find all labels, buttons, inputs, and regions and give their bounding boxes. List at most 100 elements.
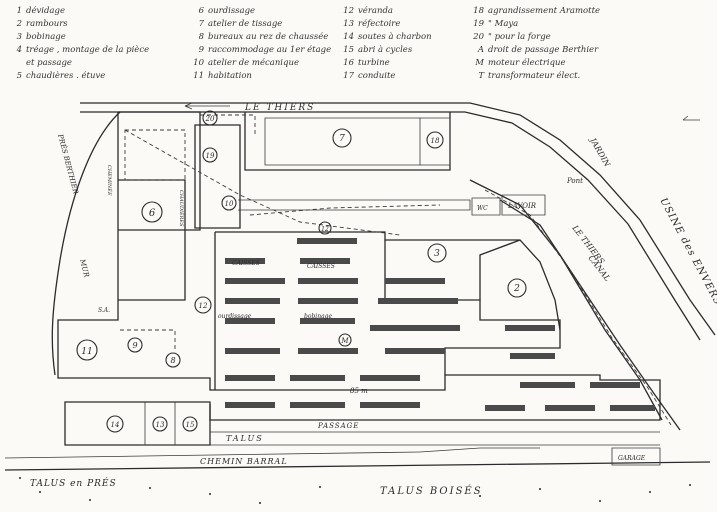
svg-text:M: M — [340, 337, 349, 345]
legend-item-text: réfectoire — [358, 19, 401, 29]
conduite-pipe-2 — [249, 204, 441, 216]
legend-item-text: abri à cycles — [358, 45, 413, 55]
label-passage: PASSAGE — [317, 422, 359, 430]
svg-text:3: 3 — [434, 249, 440, 259]
svg-text:20: 20 — [205, 115, 215, 123]
wc-box — [471, 197, 501, 216]
legend-item-number: 8 — [198, 32, 204, 42]
svg-text:14: 14 — [111, 421, 120, 429]
legend-item-number: M — [475, 58, 484, 68]
circle-8: 8 — [165, 352, 181, 368]
legend-item-text: rambours — [26, 19, 68, 29]
label-chaudieres: CHAUDIÈRES — [178, 190, 186, 227]
legend-item: et passage — [8, 58, 72, 68]
legend-item-text: atelier de mécanique — [208, 58, 299, 68]
legend-item: 6 ourdissage — [190, 6, 256, 16]
west-block — [118, 111, 201, 231]
legend-item-text: atelier de tissage — [208, 19, 283, 29]
legend-item-text: ourdissage — [208, 6, 256, 16]
west-block-6 — [118, 179, 186, 301]
legend-item-number: T — [478, 71, 484, 81]
legend-item-number: 1 — [16, 6, 22, 16]
shed-10 — [194, 124, 241, 229]
legend-item-number: 10 — [193, 58, 204, 68]
circle-2: 2 — [507, 278, 527, 298]
legend-item-number: 16 — [343, 58, 354, 68]
svg-text:19: 19 — [206, 152, 215, 160]
legend-item-text: transformateur élect. — [488, 71, 581, 81]
legend-item-number: 11 — [193, 71, 204, 81]
label-wc: WC — [477, 205, 488, 212]
legend-item: 20 " pour la forge — [470, 32, 551, 42]
legend-item-number: 2 — [16, 19, 22, 29]
main-building-outline — [57, 112, 661, 421]
label-mur: MUR — [78, 257, 91, 278]
dashed-rect-a — [124, 129, 186, 181]
legend-item-text: tréage , montage de la pièce — [26, 45, 150, 55]
talus-stipple — [19, 477, 691, 504]
west-boundary — [51, 111, 121, 376]
legend-item: 13 réfectoire — [340, 19, 400, 29]
label-talus: TALUS — [226, 434, 264, 443]
legend-item-text: " pour la forge — [488, 32, 551, 42]
row-17-19 — [244, 112, 451, 171]
wing-2 — [479, 239, 521, 300]
circle-14: 14 — [106, 415, 124, 433]
svg-text:15: 15 — [186, 421, 195, 429]
label-jardin: JARDIN — [587, 135, 612, 169]
legend-item-text: dévidage — [26, 6, 65, 16]
label-garage: GARAGE — [618, 455, 646, 462]
svg-text:7: 7 — [339, 134, 345, 144]
legend-item-number: 6 — [198, 6, 204, 16]
circle-12: 12 — [194, 296, 212, 314]
svg-text:6: 6 — [149, 208, 156, 219]
veranda-strip — [238, 199, 471, 211]
legend-item-number: 13 — [343, 19, 354, 29]
legend-item-number: 5 — [16, 71, 22, 81]
legend-item-text: conduite — [358, 71, 396, 81]
label-talus-pres: TALUS en PRÉS — [30, 477, 117, 489]
garage-box — [611, 447, 661, 466]
river-thiers-top-bank — [80, 111, 701, 341]
legend-item-number: 18 — [473, 6, 484, 16]
block-18 — [420, 117, 451, 166]
annex-divider — [144, 402, 176, 445]
svg-text:2: 2 — [513, 284, 520, 294]
legend-item-number: 19 — [473, 19, 484, 29]
legend-item-number: 12 — [343, 6, 354, 16]
label-caisses-1: CAISSES — [232, 260, 260, 267]
legend-item: 2 rambours — [8, 19, 68, 29]
legend-item-text: moteur électrique — [488, 58, 566, 68]
circle-3: 3 — [427, 243, 447, 263]
legend-item-number: 14 — [343, 32, 354, 42]
circle-19: 19 — [202, 147, 218, 163]
label-scale: 85 m — [350, 387, 368, 395]
legend-item-text: " Maya — [488, 19, 519, 29]
label-pont: Pont — [566, 177, 583, 185]
legend-item-text: droit de passage Berthier — [488, 45, 599, 55]
legend-item-number: 7 — [198, 19, 204, 29]
legend-item-text: habitation — [208, 71, 252, 81]
circle-12-top: 12 — [318, 221, 332, 235]
label-ourdissage: ourdissage — [218, 313, 252, 320]
legend-item: 19 " Maya — [470, 19, 518, 29]
machine-rows — [225, 238, 655, 411]
legend-item: 7 atelier de tissage — [190, 19, 283, 29]
svg-text:12: 12 — [199, 302, 208, 310]
svg-text:8: 8 — [170, 356, 175, 365]
canal-right — [499, 199, 681, 431]
svg-text:11: 11 — [81, 347, 92, 357]
legend-item-text: soutes à charbon — [358, 32, 432, 42]
circle-M: M — [338, 333, 352, 347]
circle-6: 6 — [141, 201, 163, 223]
lavoir-box — [501, 194, 546, 216]
legend-item-number: 20 — [473, 32, 484, 42]
